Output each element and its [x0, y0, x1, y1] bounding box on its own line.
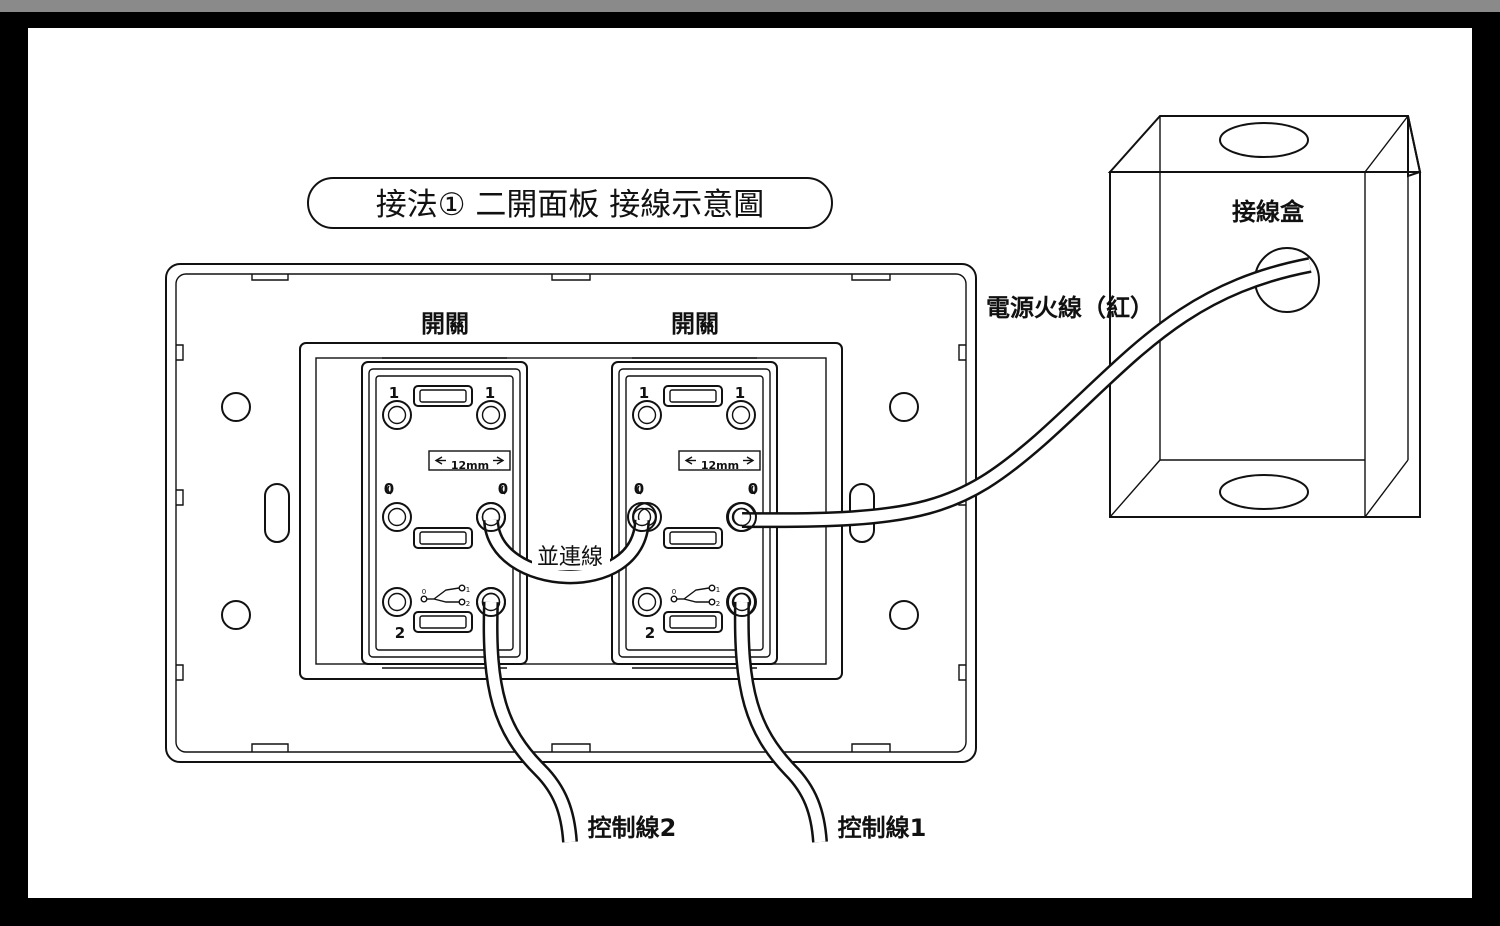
junction-box-label: 接線盒	[1232, 198, 1305, 226]
terminal-label: 0	[748, 480, 758, 498]
title-banner: 接法① 二開面板 接線示意圖	[307, 177, 833, 229]
dimension-label: 12mm	[451, 459, 489, 472]
control-wire-1-label: 控制線1	[838, 814, 927, 842]
terminal-label: 1	[485, 384, 495, 402]
schematic-label: 2	[466, 600, 470, 608]
parallel-wire	[483, 519, 650, 585]
mounting-hole	[221, 392, 251, 422]
switch-module-left	[361, 357, 528, 669]
switch-label-left: 開關	[421, 310, 469, 338]
terminal-label: 1	[639, 384, 649, 402]
diagram-title: 接法① 二開面板 接線示意圖	[376, 187, 765, 223]
live-wire-label: 電源火線（紅）	[986, 294, 1154, 322]
control-wire-1	[733, 601, 828, 843]
live-wire	[741, 257, 1312, 529]
mounting-hole	[221, 600, 251, 630]
mounting-hole	[889, 392, 919, 422]
switch-label-right: 開關	[671, 310, 719, 338]
schematic-label: 0	[672, 588, 676, 596]
junction-box	[1107, 115, 1422, 518]
terminal-label: 0	[634, 480, 644, 498]
mounting-hole	[889, 600, 919, 630]
control-wire-2-label: 控制線2	[588, 814, 677, 842]
terminal-label: 1	[735, 384, 745, 402]
terminal-label: 2	[645, 624, 655, 642]
terminal-label: 0	[384, 480, 394, 498]
mounting-slot	[264, 483, 290, 543]
terminal-label: 0	[498, 480, 508, 498]
schematic-label: 2	[716, 600, 720, 608]
dimension-label: 12mm	[701, 459, 739, 472]
schematic-label: 1	[716, 586, 720, 594]
terminal-label: 2	[395, 624, 405, 642]
parallel-wire-label: 並連線	[537, 545, 603, 570]
terminal-label: 1	[389, 384, 399, 402]
schematic-label: 1	[466, 586, 470, 594]
schematic-label: 0	[422, 588, 426, 596]
control-wire-2	[482, 601, 578, 843]
